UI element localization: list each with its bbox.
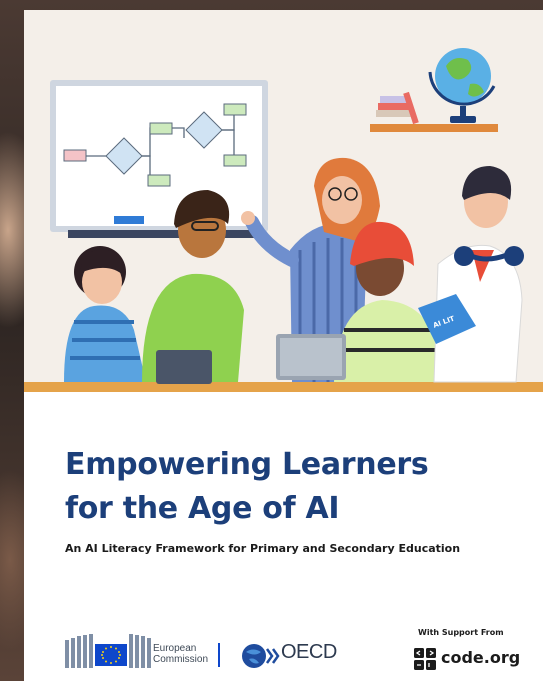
classroom-illustration: AI LIT	[24, 48, 543, 392]
student-boy-green	[142, 190, 244, 384]
student-girl-beanie	[276, 221, 438, 382]
ec-building-icon	[65, 634, 151, 668]
oecd-wordmark: OECD	[281, 641, 337, 663]
ec-line-1: European	[153, 643, 197, 654]
title-line-1: Empowering Learners	[65, 447, 429, 482]
cover-title: Empowering Learners for the Age of AI	[65, 443, 429, 531]
desk	[24, 382, 543, 392]
shelf-with-globe	[370, 48, 498, 132]
title-line-2: for the Age of AI	[65, 491, 340, 526]
partner-logos: European Commission OECD With Support Fr…	[24, 610, 543, 681]
ec-wordmark: European Commission	[153, 643, 208, 665]
student-boy-headphones: AI LIT	[418, 166, 524, 383]
codeorg-grid-icon	[414, 648, 436, 670]
cover-subtitle: An AI Literacy Framework for Primary and…	[65, 542, 461, 555]
cover-illustration: AI LIT	[24, 10, 543, 392]
oecd-globe-icon	[242, 644, 280, 668]
book	[418, 294, 476, 344]
support-label: With Support From	[418, 628, 504, 637]
ec-line-2: Commission	[153, 654, 209, 665]
whiteboard	[50, 80, 268, 238]
codeorg-wordmark: code.org	[441, 648, 521, 667]
logo-divider	[218, 643, 220, 667]
report-cover: AI LIT Empowering Learners for the Age o…	[24, 10, 543, 681]
eu-flag-icon	[95, 644, 127, 666]
student-girl-left	[64, 246, 146, 382]
